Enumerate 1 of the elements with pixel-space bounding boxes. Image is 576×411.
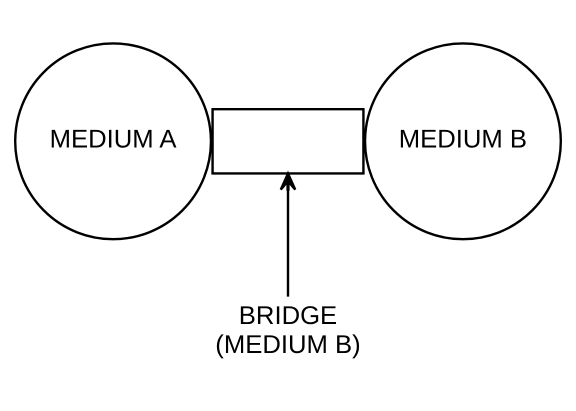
node-text: BRIDGE (MEDIUM B) xyxy=(215,302,361,359)
